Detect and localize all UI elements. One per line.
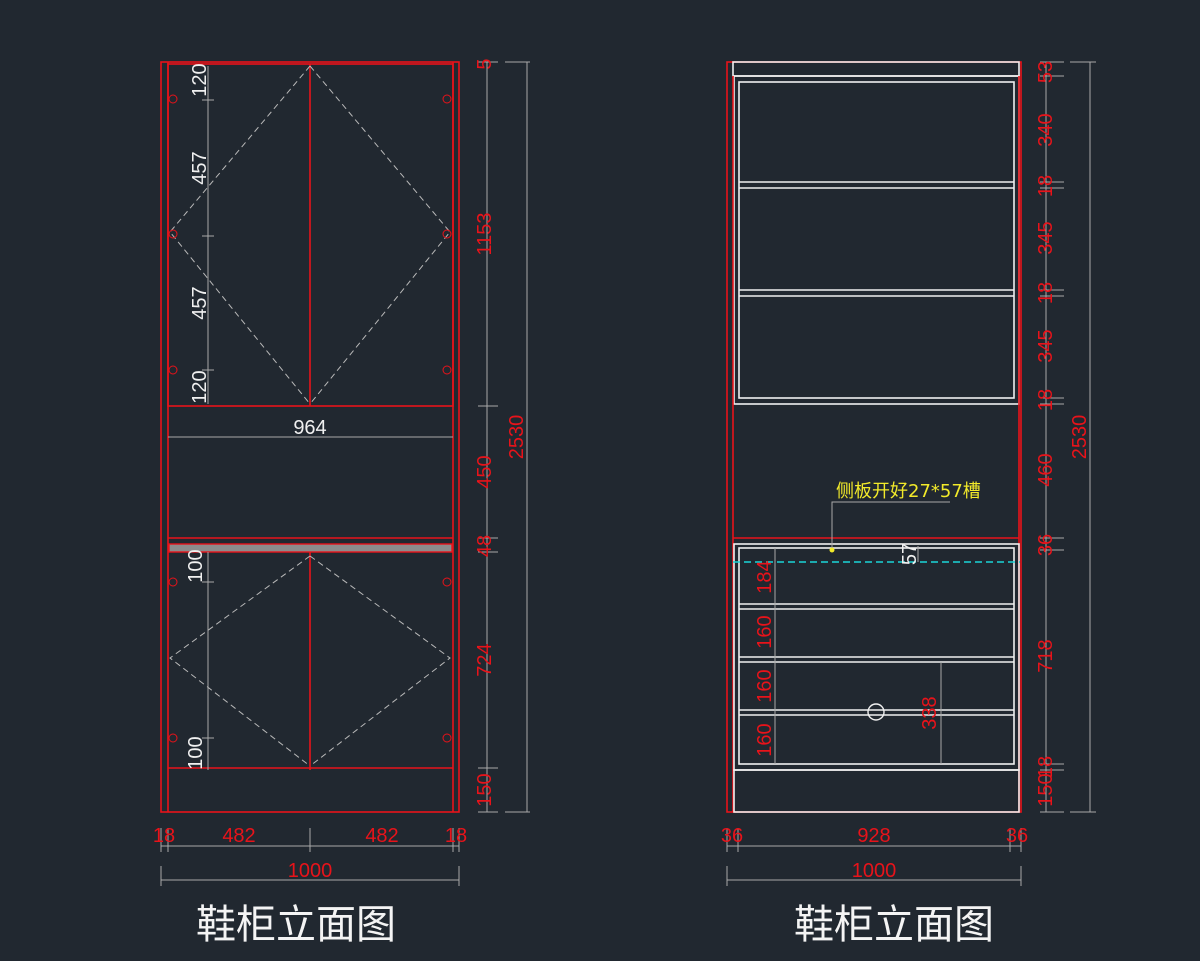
drawer-rail bbox=[168, 543, 453, 553]
lower-left-door-swing bbox=[169, 555, 311, 767]
plinth bbox=[733, 769, 1020, 813]
hinge-icon bbox=[168, 577, 178, 587]
dim-label: 184 bbox=[754, 560, 776, 593]
groove-depth-label: 57 bbox=[899, 543, 921, 565]
upper-right-door-swing bbox=[309, 65, 451, 405]
dim-label: 36 bbox=[721, 825, 743, 847]
dim-label: 100 bbox=[185, 549, 207, 582]
right-elevation: 侧板开好27*57槽 53 340 18 345 18 345 bbox=[721, 61, 1096, 948]
dim-label: 460 bbox=[1035, 453, 1057, 486]
left-elevation: 120 457 457 120 100 100 964 5 1153 450 4… bbox=[153, 58, 530, 948]
dim-label: 150 bbox=[1035, 773, 1057, 806]
hinge-icon bbox=[442, 577, 452, 587]
dim-label: 150 bbox=[474, 773, 496, 806]
dim-label: 48 bbox=[474, 535, 496, 557]
hinge-icon bbox=[442, 733, 452, 743]
annotation-dot bbox=[829, 547, 835, 553]
dim-label: 724 bbox=[474, 643, 496, 676]
upper-carcass bbox=[733, 75, 1020, 405]
handle-icon bbox=[867, 703, 885, 721]
dim-label: 5 bbox=[474, 58, 496, 69]
hinge-icon bbox=[442, 229, 452, 239]
dim-label: 18 bbox=[153, 825, 175, 847]
total-width-label: 1000 bbox=[288, 860, 333, 882]
dim-label: 1153 bbox=[474, 212, 496, 255]
dim-label: 345 bbox=[1035, 329, 1057, 362]
lower-right-door-swing bbox=[309, 555, 451, 767]
dim-label: 718 bbox=[1035, 639, 1057, 672]
dim-label: 928 bbox=[857, 825, 890, 847]
hinge-icon bbox=[442, 94, 452, 104]
dim-label: 36 bbox=[1006, 825, 1028, 847]
upper-left-door-swing bbox=[169, 65, 311, 405]
total-height-label: 2530 bbox=[506, 415, 528, 460]
dim-label: 450 bbox=[474, 455, 496, 488]
total-height-label: 2530 bbox=[1069, 415, 1091, 460]
dim-label: 457 bbox=[189, 151, 211, 184]
dim-label: 160 bbox=[754, 723, 776, 756]
hinge-icon bbox=[168, 94, 178, 104]
lower-carcass-inner bbox=[738, 547, 1015, 765]
dim-label: 482 bbox=[365, 825, 398, 847]
left-view-title: 鞋柜立面图 bbox=[196, 902, 396, 948]
total-width-label: 1000 bbox=[852, 860, 897, 882]
dim-label: 160 bbox=[754, 615, 776, 648]
dim-label: 18 bbox=[445, 825, 467, 847]
dim-label: 457 bbox=[189, 286, 211, 319]
inner-width-label: 964 bbox=[293, 417, 326, 439]
dim-label: 18 bbox=[1035, 175, 1057, 197]
dim-label: 18 bbox=[1035, 282, 1057, 304]
hinge-icon bbox=[442, 365, 452, 375]
dim-label: 18 bbox=[1035, 756, 1057, 778]
left-cabinet-outline bbox=[160, 61, 460, 813]
hinge-icon bbox=[168, 733, 178, 743]
dim-label: 160 bbox=[754, 669, 776, 702]
upper-carcass-inner bbox=[738, 81, 1015, 399]
dim-label: 120 bbox=[189, 370, 211, 403]
dim-label: 338 bbox=[919, 696, 941, 729]
groove-annotation: 侧板开好27*57槽 bbox=[836, 481, 981, 502]
annotation-leader bbox=[831, 501, 950, 550]
dim-label: 100 bbox=[185, 736, 207, 769]
dim-label: 482 bbox=[222, 825, 255, 847]
dim-label: 345 bbox=[1035, 221, 1057, 254]
hinge-icon bbox=[168, 365, 178, 375]
hinge-icon bbox=[168, 229, 178, 239]
dim-label: 340 bbox=[1035, 113, 1057, 146]
dim-label: 36 bbox=[1035, 534, 1057, 556]
dim-label: 18 bbox=[1035, 389, 1057, 411]
top-panel bbox=[732, 61, 1020, 77]
dim-label: 120 bbox=[189, 63, 211, 96]
right-view-title: 鞋柜立面图 bbox=[794, 902, 994, 948]
dim-label: 53 bbox=[1035, 61, 1057, 83]
